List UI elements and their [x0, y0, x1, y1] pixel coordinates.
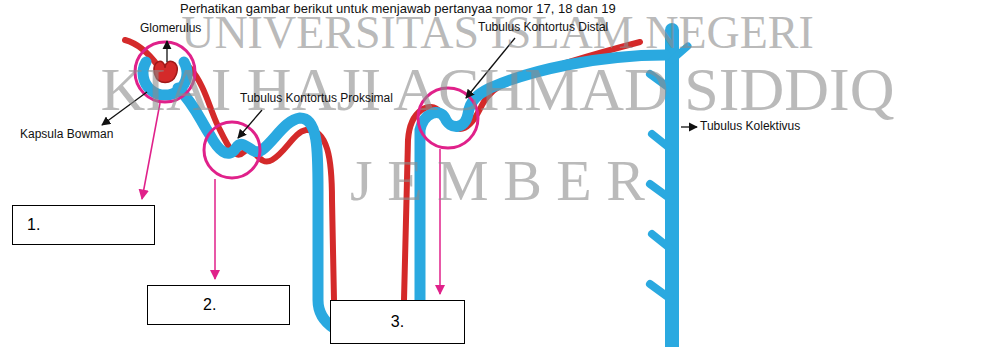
watermark: KIAI HAJI ACHMAD SIDDIQ	[0, 58, 995, 120]
part-label: Tubulus Kontortus Proksimal	[240, 92, 393, 106]
watermark: J E M B E R	[0, 152, 995, 210]
duct-branch	[650, 284, 672, 300]
callout-number: 1.	[27, 216, 40, 234]
part-label: Glomerulus	[140, 22, 201, 36]
highlight-circle	[204, 122, 260, 178]
part-label: Kapsula Bowman	[20, 128, 113, 142]
callout-number: 3.	[391, 313, 404, 331]
duct-branch	[652, 134, 672, 150]
answer-box: 1.	[12, 205, 155, 245]
callout-number: 2.	[203, 296, 216, 314]
answer-box: 3.	[330, 300, 465, 344]
answer-box: 2.	[147, 285, 290, 325]
leader-line	[214, 179, 216, 279]
duct-branch	[650, 184, 672, 200]
part-label: Tubulus Kontortus Distal	[478, 21, 608, 35]
duct-branch	[652, 234, 672, 250]
pointer-line	[681, 126, 697, 127]
part-label: Tubulus Kolektivus	[700, 120, 800, 134]
